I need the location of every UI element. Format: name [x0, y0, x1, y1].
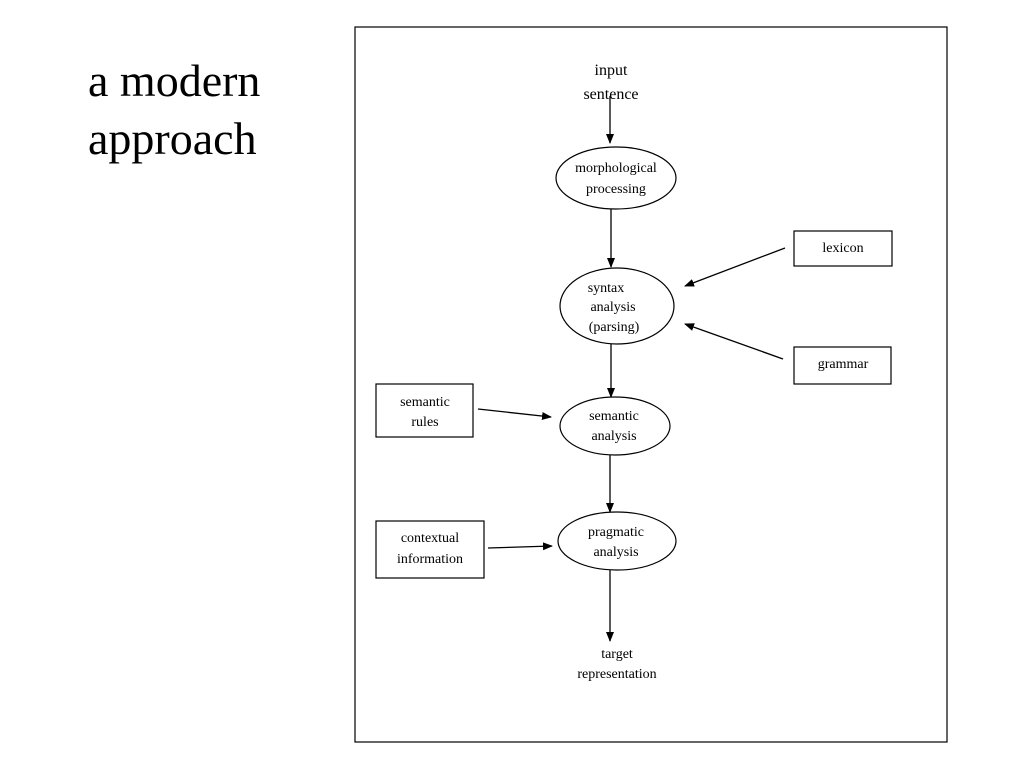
grammar-label: grammar — [818, 357, 869, 372]
morphological-label-line-2: processing — [586, 182, 646, 197]
syntax-label-line-1: syntax — [588, 281, 625, 296]
arrow-semantic-rules-to-semantic — [477, 408, 552, 420]
semantic-rules-box: semantic rules — [375, 383, 474, 438]
lexicon-rect — [793, 230, 893, 267]
lexicon-box: lexicon — [793, 230, 893, 267]
semantic-label-line-2: analysis — [591, 429, 636, 444]
contextual-rect — [375, 520, 485, 579]
slide-title-line-2: approach — [88, 113, 257, 164]
lexicon-label: lexicon — [822, 241, 863, 256]
contextual-information-box: contextual information — [375, 520, 485, 579]
grammar-rect — [793, 346, 892, 385]
pragmatic-analysis-node: pragmatic analysis — [557, 511, 677, 571]
diagram-frame — [354, 26, 948, 743]
syntax-label-line-2: analysis — [590, 300, 635, 315]
arrow-lexicon-to-syntax — [684, 247, 786, 287]
pragmatic-label-line-2: analysis — [593, 545, 638, 560]
semantic-rules-label-line-2: rules — [411, 415, 438, 430]
arrow-grammar-to-syntax — [684, 323, 784, 360]
morphological-ellipse — [555, 146, 677, 210]
input-label-line-2: sentence — [583, 86, 638, 103]
target-representation-label: target representation — [577, 647, 656, 682]
semantic-analysis-node: semantic analysis — [559, 396, 671, 456]
slide-title-line-1: a modern — [88, 55, 261, 106]
input-label-line-1: input — [595, 62, 628, 79]
syntax-label-line-3: (parsing) — [589, 320, 640, 335]
morphological-label-line-1: morphological — [575, 161, 657, 176]
arrow-contextual-to-pragmatic — [487, 542, 553, 551]
morphological-processing-node: morphological processing — [555, 146, 677, 210]
grammar-box: grammar — [793, 346, 892, 385]
semantic-label-line-1: semantic — [589, 409, 639, 424]
pragmatic-label-line-1: pragmatic — [588, 525, 644, 540]
contextual-label-line-1: contextual — [401, 531, 459, 546]
target-label-line-1: target — [601, 647, 633, 662]
semantic-rules-label-line-1: semantic — [400, 395, 450, 410]
pragmatic-ellipse — [557, 511, 677, 571]
contextual-label-line-2: information — [397, 552, 463, 567]
semantic-ellipse — [559, 396, 671, 456]
syntax-ellipse — [559, 267, 675, 345]
slide-title: a modern approach — [88, 52, 260, 168]
syntax-analysis-node: syntax analysis (parsing) — [559, 267, 675, 345]
target-label-line-2: representation — [577, 667, 656, 682]
semantic-rules-rect — [375, 383, 474, 438]
input-sentence-label: input sentence — [583, 62, 638, 103]
